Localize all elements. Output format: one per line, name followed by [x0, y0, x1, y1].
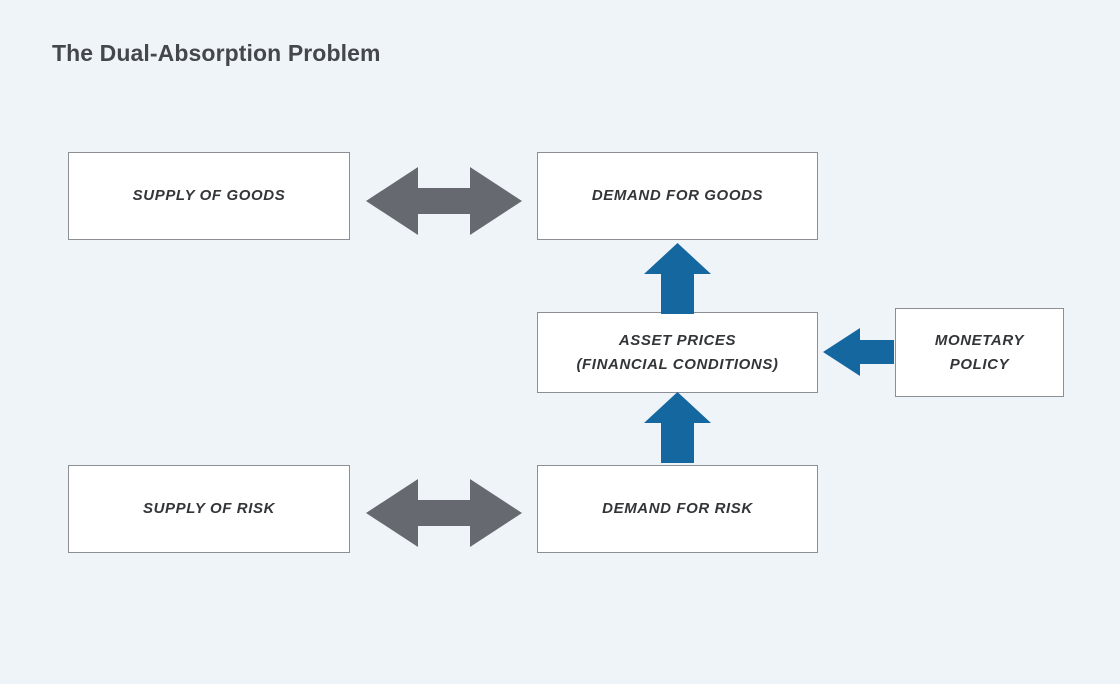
node-label-supply-of-goods: SUPPLY OF GOODS [132, 187, 286, 205]
double-arrow-icon-goods-market [366, 165, 522, 237]
double-arrow-icon-risk-market [366, 477, 522, 549]
node-label-asset-prices: ASSET PRICES (FINANCIAL CONDITIONS) [576, 332, 779, 373]
up-arrow-shape [644, 243, 711, 314]
node-label-supply-of-risk: SUPPLY OF RISK [142, 500, 276, 518]
node-label-demand-for-risk: DEMAND FOR RISK [602, 500, 753, 518]
left-arrow-icon-monetary-policy-to-asset-prices [823, 328, 894, 376]
double-arrow-shape [366, 167, 522, 235]
left-arrow-shape [823, 328, 894, 376]
page-title: The Dual-Absorption Problem [52, 40, 381, 66]
node-supply-of-goods: SUPPLY OF GOODS [68, 152, 350, 240]
node-supply-of-risk: SUPPLY OF RISK [68, 465, 350, 553]
up-arrow-shape [644, 392, 711, 463]
node-label-monetary-policy: MONETARY POLICY [934, 332, 1025, 373]
node-demand-for-goods: DEMAND FOR GOODS [537, 152, 818, 240]
up-arrow-icon-asset-prices-to-demand-for-goods [644, 243, 711, 314]
node-monetary-policy: MONETARY POLICY [895, 308, 1064, 397]
node-asset-prices: ASSET PRICES (FINANCIAL CONDITIONS) [537, 312, 818, 393]
double-arrow-shape [366, 479, 522, 547]
node-label-demand-for-goods: DEMAND FOR GOODS [591, 187, 764, 205]
up-arrow-icon-demand-for-risk-to-asset-prices [644, 392, 711, 463]
node-demand-for-risk: DEMAND FOR RISK [537, 465, 818, 553]
